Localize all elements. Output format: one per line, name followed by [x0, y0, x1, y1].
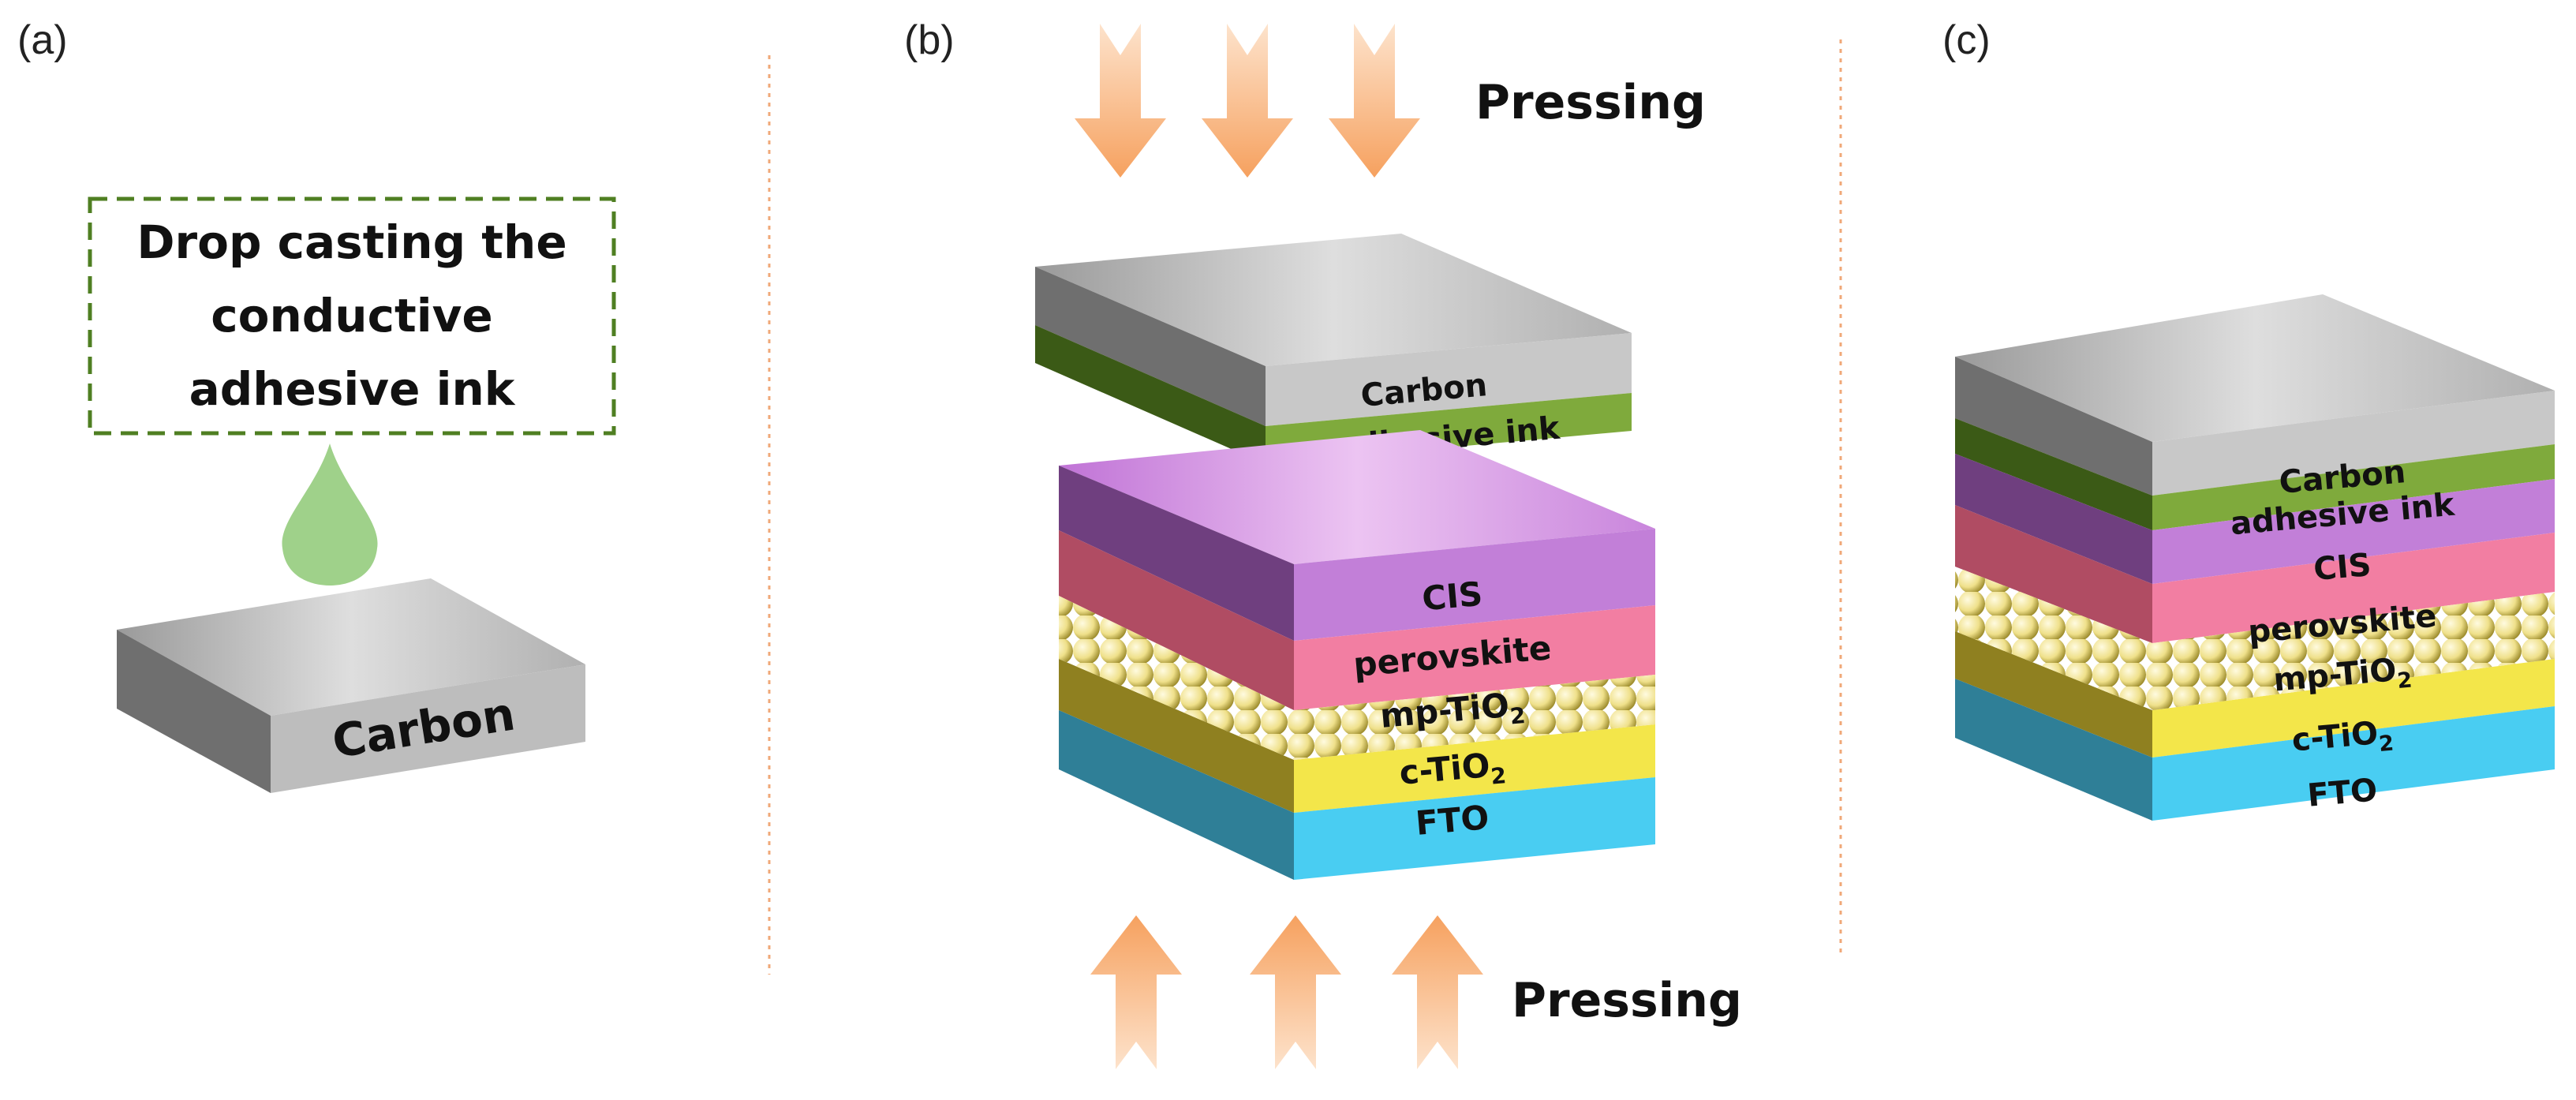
- pressing-arrows-top: [1075, 24, 1420, 178]
- arrow-up-icon: [1392, 915, 1483, 1069]
- svg-text:c-TiO2: c-TiO2: [2290, 714, 2395, 765]
- pressing-label-top: Pressing: [1475, 75, 1706, 130]
- drop-box-line3: adhesive ink: [189, 362, 516, 416]
- fto-label-c: FTO: [2306, 772, 2379, 814]
- arrow-up-icon: [1090, 915, 1182, 1069]
- pressing-arrows-bottom: [1090, 915, 1483, 1069]
- cis-label-c: CIS: [2312, 547, 2372, 588]
- pressing-label-bottom: Pressing: [1512, 973, 1742, 1028]
- cis-label-b: CIS: [1420, 574, 1484, 618]
- c-tio2-label-b: c-TiO2: [1398, 744, 1508, 797]
- panel-a-label: (a): [17, 17, 68, 63]
- arrow-down-icon: [1202, 24, 1293, 178]
- arrow-down-icon: [1075, 24, 1166, 178]
- panel-b-label: (b): [904, 17, 955, 63]
- svg-text:c-TiO2: c-TiO2: [1398, 744, 1508, 797]
- arrow-up-icon: [1250, 915, 1341, 1069]
- device-stack-c: [1955, 294, 2555, 821]
- drop-box-line1: Drop casting the: [136, 215, 566, 269]
- c-tio2-label-c: c-TiO2: [2290, 714, 2395, 765]
- ink-drop-icon: [282, 443, 378, 586]
- arrow-down-icon: [1329, 24, 1420, 178]
- device-stack-b: [1059, 430, 1655, 880]
- fto-label-b: FTO: [1414, 798, 1490, 843]
- drop-box-line2: conductive: [211, 289, 492, 342]
- drop-casting-box: [88, 196, 616, 436]
- panel-c-label: (c): [1942, 17, 1991, 63]
- carbon-slab-a: [117, 578, 585, 793]
